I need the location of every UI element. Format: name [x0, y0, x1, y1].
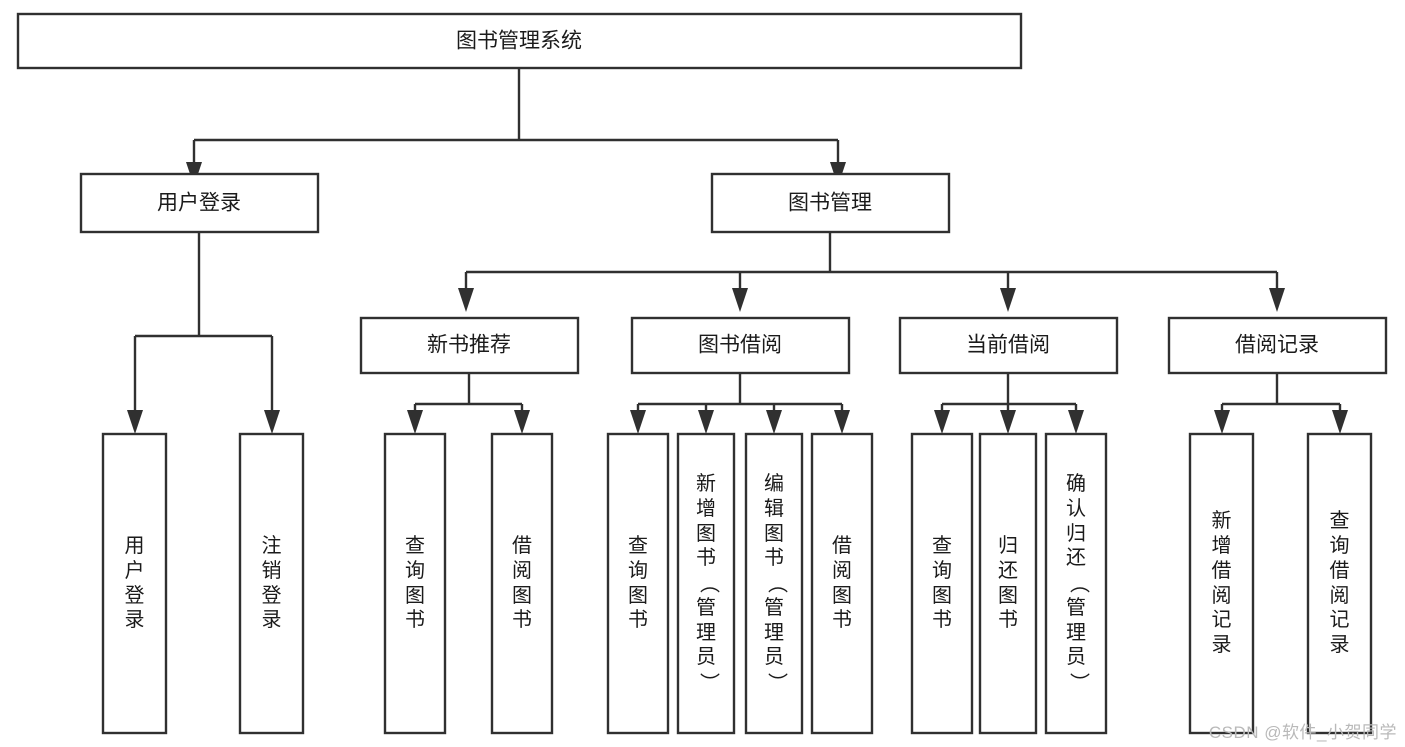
edge-l2-1-bus	[133, 232, 274, 411]
node-root[interactable]: 图书管理系统	[16, 12, 1023, 70]
node-l2-2-label: 图书管理	[788, 192, 872, 215]
node-leaf-1-box[interactable]	[101, 432, 168, 735]
arrow-head-icon	[407, 410, 423, 434]
node-leaf-9-box[interactable]	[910, 432, 974, 735]
node-leaf-11-box[interactable]	[1044, 432, 1108, 735]
node-l3-4-label: 借阅记录	[1235, 334, 1319, 357]
arrow-head-icon	[732, 288, 748, 312]
arrow-head-icon	[458, 288, 474, 312]
node-l3-3-label: 当前借阅	[966, 334, 1050, 357]
arrow-head-icon	[834, 410, 850, 434]
arrow-head-icon	[1068, 410, 1084, 434]
arrow-head-icon	[264, 410, 280, 434]
arrow-head-icon	[514, 410, 530, 434]
node-l3-3-box[interactable]	[898, 316, 1119, 375]
node-leaf-13-box[interactable]	[1306, 432, 1373, 735]
node-l2-1-label: 用户登录	[157, 192, 241, 215]
node-leaf-3-box[interactable]	[383, 432, 447, 735]
node-leaf-2-box[interactable]	[238, 432, 305, 735]
edge-l3-4-bus	[1220, 373, 1342, 411]
node-l2-1-box[interactable]	[79, 172, 320, 234]
node-l3-2-box[interactable]	[630, 316, 851, 375]
node-leaf-10-box[interactable]	[978, 432, 1038, 735]
node-leaf-4-box[interactable]	[490, 432, 554, 735]
node-l3-2[interactable]: 图书借阅	[630, 316, 851, 375]
edge-l3-2-bus	[636, 373, 844, 411]
edge-root-bus	[192, 68, 840, 164]
node-l3-2-label: 图书借阅	[698, 334, 782, 357]
node-l2-2[interactable]: 图书管理	[710, 172, 951, 234]
node-leaf-5-box[interactable]	[606, 432, 670, 735]
node-l3-3[interactable]: 当前借阅	[898, 316, 1119, 375]
arrow-head-icon	[1000, 288, 1016, 312]
node-leaf-6-box[interactable]	[676, 432, 736, 735]
arrow-head-icon	[1214, 410, 1230, 434]
arrow-head-icon	[127, 410, 143, 434]
node-l3-4-box[interactable]	[1167, 316, 1388, 375]
node-leaf-12-box[interactable]	[1188, 432, 1255, 735]
node-l3-1-label: 新书推荐	[427, 334, 511, 357]
leaf-boxes	[101, 432, 1373, 735]
arrow-head-icon	[766, 410, 782, 434]
arrow-head-icon	[1269, 288, 1285, 312]
arrow-head-icon	[1000, 410, 1016, 434]
node-l3-1-box[interactable]	[359, 316, 580, 375]
arrow-head-icon	[630, 410, 646, 434]
node-leaf-7-box[interactable]	[744, 432, 804, 735]
node-leaf-8-box[interactable]	[810, 432, 874, 735]
node-l3-1[interactable]: 新书推荐	[359, 316, 580, 375]
node-l2-1[interactable]: 用户登录	[79, 172, 320, 234]
arrow-head-icon	[934, 410, 950, 434]
edge-l3-1-bus	[413, 373, 524, 411]
connectors	[133, 68, 1342, 411]
edge-l3-3-bus	[940, 373, 1078, 411]
node-l3-4[interactable]: 借阅记录	[1167, 316, 1388, 375]
node-l2-2-box[interactable]	[710, 172, 951, 234]
edge-l2-2-bus	[464, 232, 1279, 290]
node-root-box[interactable]	[16, 12, 1023, 70]
node-root-label: 图书管理系统	[456, 30, 582, 53]
arrow-head-icon	[698, 410, 714, 434]
arrow-head-icon	[1332, 410, 1348, 434]
